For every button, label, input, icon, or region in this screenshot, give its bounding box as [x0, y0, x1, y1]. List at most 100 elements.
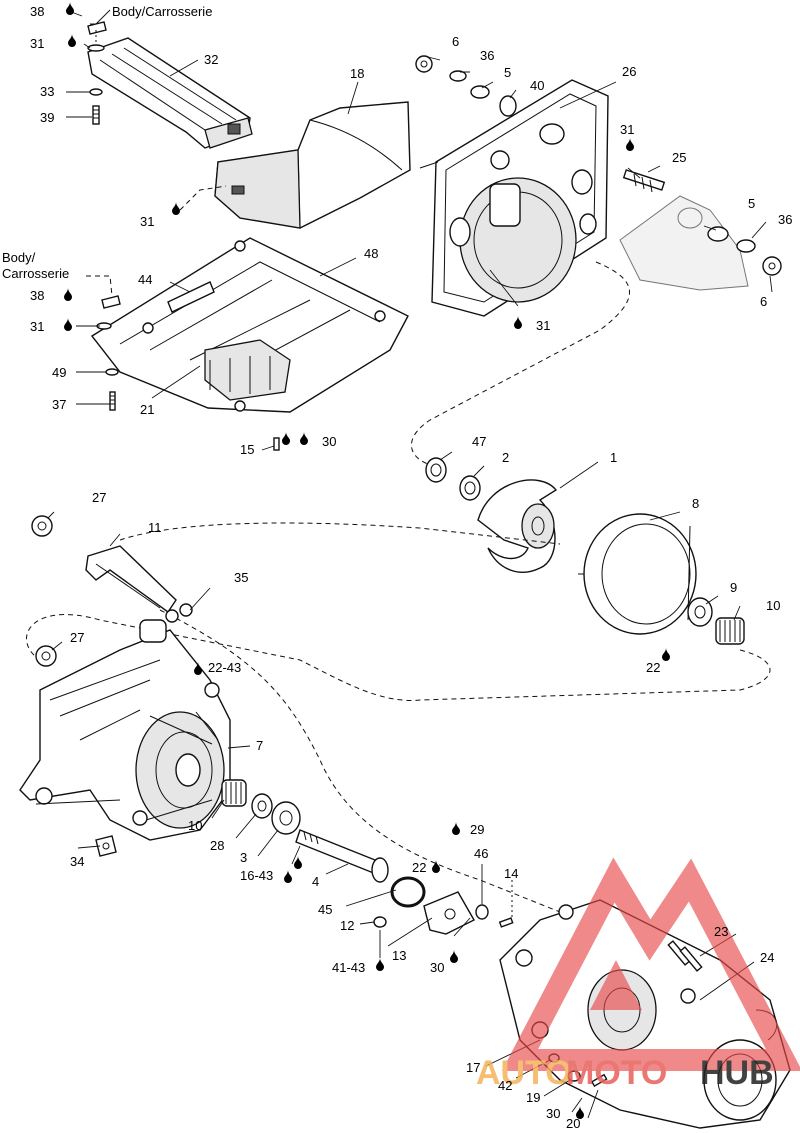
part-36-lockwasher-top: [449, 70, 467, 82]
callout-18: 18: [350, 66, 364, 81]
part-45-oring: [390, 876, 426, 908]
callout-30b: 30: [430, 960, 444, 975]
callout-13: 13: [392, 948, 406, 963]
part-36-lockwasher-right: [736, 239, 756, 253]
callout-23: 23: [714, 924, 728, 939]
part-5-washer-right: [707, 226, 729, 242]
callout-44: 44: [138, 272, 152, 287]
part-28-washer: [251, 793, 273, 819]
annotation-body-left-2: Carrosserie: [2, 266, 69, 281]
part-7-pump-housing: [19, 619, 231, 841]
routing-line-loop: [26, 522, 771, 701]
part-38-31-top-clip: [87, 21, 107, 52]
callout-10b: 10: [188, 818, 202, 833]
part-35-orings: [165, 603, 193, 623]
callout-14: 14: [504, 866, 518, 881]
callout-47: 47: [472, 434, 486, 449]
part-10-bearing-left: [221, 779, 247, 807]
callout-32: 32: [204, 52, 218, 67]
part-1-impeller: [477, 479, 558, 573]
callout-38b: 38: [30, 288, 44, 303]
part-18-intake: [214, 101, 411, 229]
part-6-nut-right: [762, 256, 782, 276]
callout-27a: 27: [92, 490, 106, 505]
part-39-screw: [92, 105, 100, 125]
callout-25: 25: [672, 150, 686, 165]
part-12-plug: [373, 916, 387, 928]
annotation-body-top: Body/Carrosserie: [112, 4, 212, 19]
callout-5b: 5: [748, 196, 755, 211]
part-44-strip: [167, 281, 215, 313]
callout-20: 20: [566, 1116, 580, 1131]
callout-31a: 31: [30, 36, 44, 51]
callout-2: 2: [502, 450, 509, 465]
part-33-washer: [89, 88, 103, 96]
callout-36a: 36: [480, 48, 494, 63]
part-23-pins: [667, 940, 703, 972]
watermark-logo: AUTO MOTO HUB: [476, 857, 800, 1092]
lubricant-droplet-icons: [64, 2, 670, 1119]
callout-31e: 31: [536, 318, 550, 333]
part-38-31-left-clip: [96, 295, 121, 330]
part-8-wear-ring: [578, 513, 697, 635]
callout-17: 17: [466, 1060, 480, 1075]
callout-34: 34: [70, 854, 84, 869]
watermark-text-hub: HUB: [700, 1054, 774, 1092]
part-9-washer: [687, 597, 713, 627]
part-49-washer: [105, 368, 119, 376]
annotation-body-left-1: Body/: [2, 250, 36, 265]
callout-1: 1: [610, 450, 617, 465]
callout-15: 15: [240, 442, 254, 457]
callout-19: 19: [526, 1090, 540, 1105]
callout-7: 7: [256, 738, 263, 753]
callout-6a: 6: [452, 34, 459, 49]
part-6-nut-top: [415, 55, 433, 73]
callout-22a: 22: [646, 660, 660, 675]
part-20-screw: [590, 1073, 608, 1088]
callout-12: 12: [340, 918, 354, 933]
part-4-shaft: [295, 829, 389, 883]
routing-line-upper: [411, 261, 630, 467]
callout-9: 9: [730, 580, 737, 595]
part-26-plate: [419, 79, 609, 317]
part-2-bearing: [459, 475, 481, 501]
callout-33: 33: [40, 84, 54, 99]
callout-42: 42: [498, 1078, 512, 1093]
part-10-bearing-right: [715, 617, 745, 645]
callout-30c: 30: [546, 1106, 560, 1121]
part-34-nut: [95, 835, 117, 857]
callout-11: 11: [148, 520, 162, 535]
part-40-seal: [499, 95, 517, 117]
watermark-text-moto: MOTO: [566, 1054, 667, 1092]
ghost-bracket: [619, 195, 749, 291]
callout-21: 21: [140, 402, 154, 417]
callout-49: 49: [52, 365, 66, 380]
part-48-plate: [90, 237, 409, 413]
callout-22-43: 22-43: [208, 660, 241, 675]
part-47-ring: [425, 457, 447, 483]
callout-40: 40: [530, 78, 544, 93]
callout-45: 45: [318, 902, 332, 917]
part-27-cap-mid: [35, 645, 57, 667]
callout-37: 37: [52, 397, 66, 412]
callout-28: 28: [210, 838, 224, 853]
callout-41-43: 41-43: [332, 960, 365, 975]
callout-27b: 27: [70, 630, 84, 645]
part-15-screw: [273, 437, 280, 451]
part-11-bracket: [85, 545, 177, 613]
routing-line-shaft: [159, 609, 561, 913]
callout-46: 46: [474, 846, 488, 861]
callout-24: 24: [760, 950, 774, 965]
callout-16-43: 16-43: [240, 868, 273, 883]
part-25-stud: [622, 169, 666, 193]
callout-39: 39: [40, 110, 54, 125]
callout-10a: 10: [766, 598, 780, 613]
callout-labels: Body/Carrosserie Body/ Carrosserie 38 31…: [2, 4, 792, 1131]
part-14-screw: [498, 880, 514, 928]
callout-31c: 31: [30, 319, 44, 334]
part-3-seal-carrier: [271, 801, 301, 835]
part-46-washer: [475, 904, 489, 920]
watermark-text-auto: AUTO: [476, 1054, 572, 1092]
callout-8: 8: [692, 496, 699, 511]
